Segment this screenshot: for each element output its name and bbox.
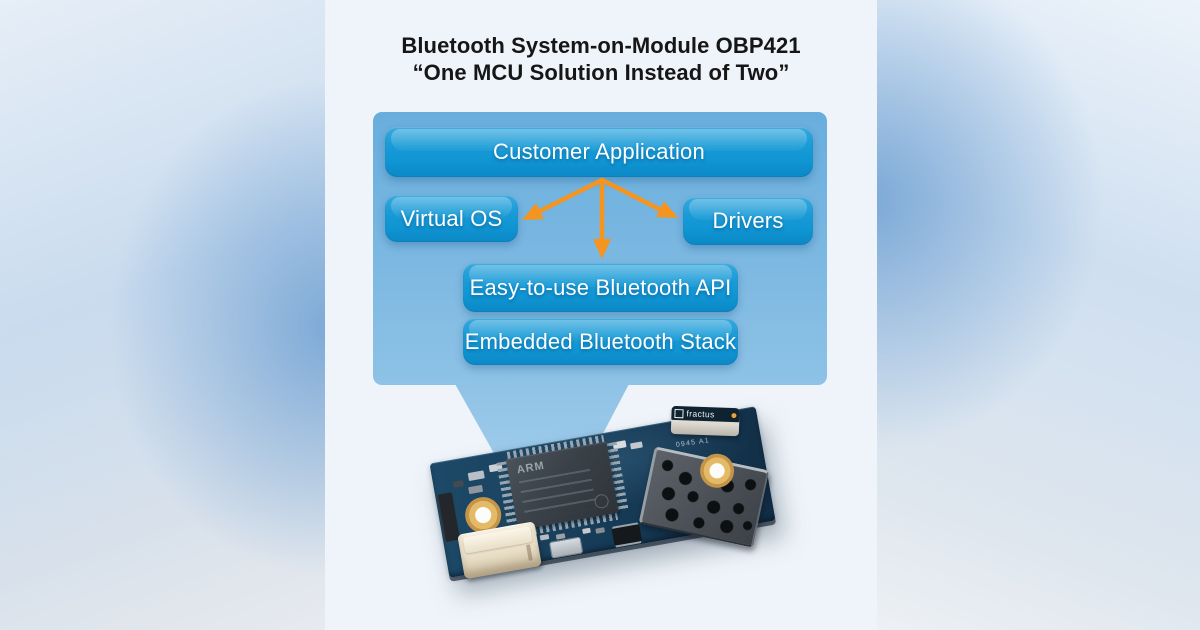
- title-line-product: Bluetooth System-on-Module OBP421: [401, 33, 801, 58]
- fractus-antenna: fractus: [670, 405, 740, 437]
- antenna-label-strip: fractus: [671, 405, 740, 423]
- software-stack-bubble: Customer Application Virtual OS Drivers …: [373, 112, 827, 385]
- block-virtual-os: Virtual OS: [385, 195, 518, 242]
- block-bluetooth-stack: Embedded Bluetooth Stack: [463, 318, 738, 365]
- antenna-brand-text: fractus: [686, 408, 715, 420]
- block-label: Customer Application: [493, 139, 705, 164]
- block-label: Drivers: [712, 208, 784, 233]
- background-left-gradient: [0, 0, 325, 630]
- block-label: Virtual OS: [400, 205, 503, 231]
- block-drivers: Drivers: [683, 197, 813, 245]
- background-right-gradient: [877, 0, 1200, 630]
- block-bluetooth-api: Easy-to-use Bluetooth API: [463, 263, 738, 312]
- fractus-logo-icon: [674, 408, 684, 418]
- block-label: Easy-to-use Bluetooth API: [469, 274, 732, 300]
- title-line-tagline: “One MCU Solution Instead of Two”: [412, 60, 790, 85]
- antenna-orange-dot-icon: [731, 412, 737, 418]
- block-customer-application: Customer Application: [385, 127, 813, 177]
- block-label: Embedded Bluetooth Stack: [464, 328, 737, 354]
- chip-marking-text: ARM: [515, 459, 546, 477]
- chip-marking-lines: [518, 468, 597, 521]
- page-title: Bluetooth System-on-Module OBP421 “One M…: [325, 32, 877, 86]
